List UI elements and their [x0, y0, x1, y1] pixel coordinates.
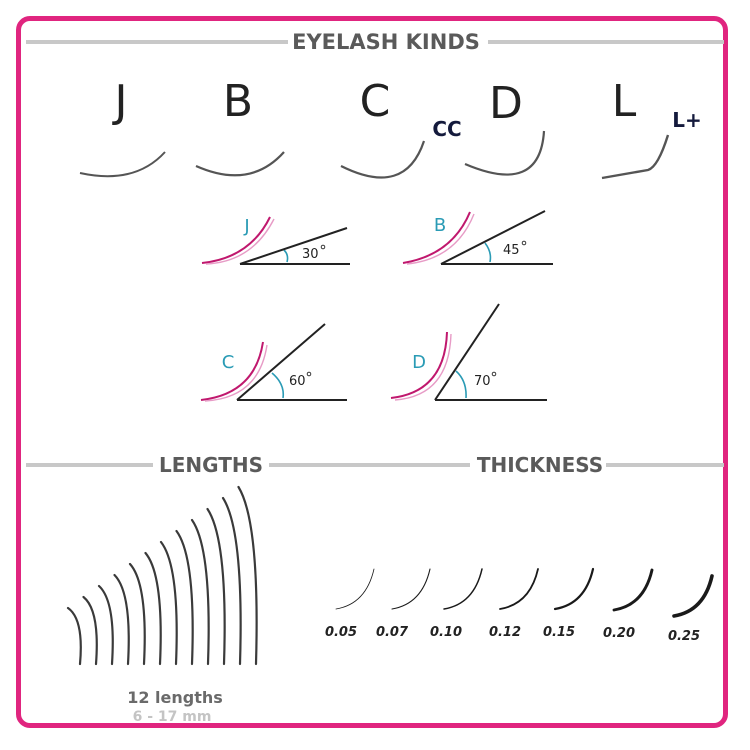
angle-letter-j: J — [243, 216, 249, 237]
thickness-label-0-05: 0.05 — [325, 625, 357, 640]
length-lash — [175, 529, 194, 666]
degree-mark-60 — [306, 371, 312, 377]
thickness-lash — [335, 568, 375, 610]
angle-letter-d: D — [412, 352, 426, 373]
angle-letter-c: C — [222, 352, 235, 373]
lash-arc-c-inner — [204, 344, 268, 402]
ray-top-c — [236, 323, 326, 401]
angle-diagram-j: J 30 — [201, 216, 350, 265]
kind-sub-l-plus: L+ — [672, 108, 702, 132]
curve-j — [79, 151, 166, 178]
angle-diagram-d: D 70 — [390, 303, 547, 401]
degree-mark-45 — [521, 240, 527, 246]
kind-sub-cc: CC — [432, 117, 461, 141]
length-lash — [221, 496, 242, 666]
thickness-lash — [499, 568, 539, 610]
lash-arc-j — [201, 216, 271, 264]
thickness-label-0-20: 0.20 — [603, 626, 635, 641]
angle-label-70: 70 — [474, 374, 491, 389]
pink-frame — [16, 16, 728, 728]
thickness-label-0-07: 0.07 — [376, 625, 409, 640]
thickness-lashes — [335, 567, 714, 618]
length-lash — [97, 584, 114, 666]
curve-d — [464, 130, 546, 176]
page-title: EYELASH KINDS — [292, 30, 480, 54]
thickness-lash — [612, 568, 654, 612]
degree-mark-30 — [320, 244, 326, 250]
lash-arc-b-inner — [406, 213, 475, 265]
length-lash — [113, 573, 130, 666]
lengths-title: LENGTHS — [159, 453, 263, 477]
angle-letter-b: B — [434, 215, 446, 236]
ray-top-j — [239, 227, 348, 265]
lash-arc-d-inner — [394, 333, 452, 401]
length-fan — [66, 485, 258, 666]
ray-top-b — [440, 210, 546, 265]
thickness-title: THICKNESS — [477, 453, 603, 477]
angle-arc-j — [283, 249, 289, 263]
thickness-lash — [443, 568, 483, 610]
length-lash — [144, 551, 162, 666]
curve-l — [601, 134, 670, 180]
kind-letter-b: B — [223, 76, 253, 127]
angle-arc-d — [455, 370, 467, 399]
curve-c — [340, 140, 426, 179]
thickness-label-0-15: 0.15 — [543, 625, 575, 640]
length-lash — [190, 518, 210, 666]
thickness-label-0-25: 0.25 — [668, 629, 700, 644]
angle-diagram-c: C 60 — [200, 323, 347, 402]
length-lash — [66, 606, 82, 666]
degree-mark-70 — [491, 371, 497, 377]
curve-b — [195, 151, 285, 177]
angle-label-45: 45 — [503, 243, 520, 258]
lash-arc-c — [200, 341, 264, 401]
angle-arc-c — [271, 372, 285, 399]
angle-arc-b — [484, 242, 492, 263]
lash-arc-d — [390, 331, 448, 399]
ray-top-d — [434, 303, 500, 401]
lengths-summary: 12 lengths — [127, 688, 223, 707]
length-lash — [237, 485, 258, 666]
lengths-range: 6 - 17 mm — [133, 709, 212, 725]
thickness-label-0-12: 0.12 — [489, 625, 521, 640]
length-lash — [206, 507, 226, 666]
angle-label-30: 30 — [302, 247, 319, 262]
length-lash — [82, 595, 98, 666]
lash-arc-j-inner — [205, 218, 275, 265]
thickness-lash — [553, 567, 595, 611]
kind-letter-l: L — [612, 76, 637, 127]
thickness-lash — [391, 568, 431, 610]
angle-diagram-b: B 45 — [402, 210, 553, 265]
length-lash — [128, 562, 146, 666]
kind-letter-d: D — [489, 78, 523, 129]
kind-letter-j: J — [112, 76, 128, 127]
lash-arc-b — [402, 211, 471, 264]
angle-label-60: 60 — [289, 374, 306, 389]
thickness-lash — [672, 574, 714, 618]
thickness-label-0-10: 0.10 — [430, 625, 462, 640]
thickness-labels: 0.05 0.07 0.10 0.12 0.15 0.20 0.25 — [325, 625, 700, 644]
length-lash — [159, 540, 178, 666]
kind-letter-c: C — [360, 76, 391, 127]
